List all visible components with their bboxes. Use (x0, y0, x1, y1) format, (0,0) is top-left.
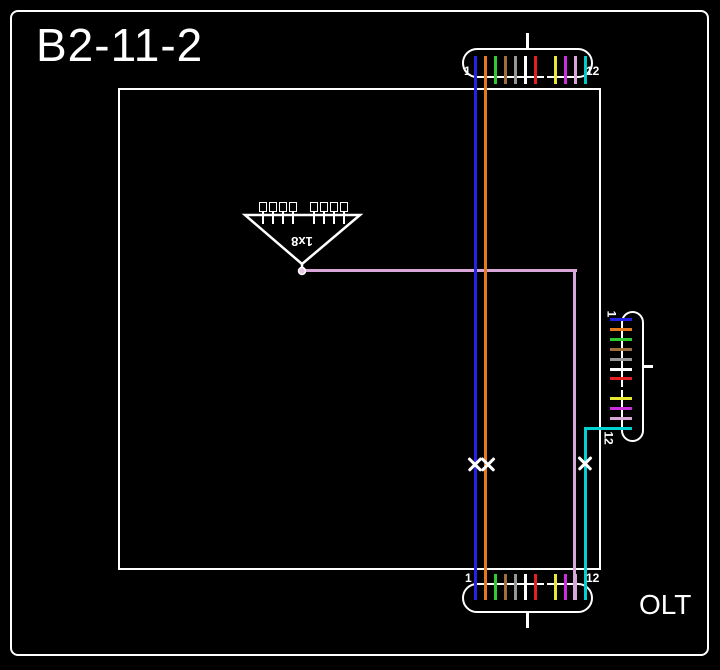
right-connector-handle (643, 365, 653, 368)
page-title: B2-11-2 (36, 19, 204, 71)
cable-rose-horizontal[interactable] (302, 269, 577, 272)
splice-mark-aqua[interactable] (578, 456, 592, 470)
bottom-connector-handle (526, 612, 529, 628)
outer-border (10, 10, 709, 656)
splice-enclosure-box[interactable] (118, 88, 601, 570)
top-connector-label-1: 1 (464, 64, 471, 78)
cable-aqua-vertical[interactable] (584, 427, 587, 600)
splice-mark-orange[interactable] (481, 457, 495, 471)
top-connector-body[interactable] (462, 48, 593, 78)
right-connector-label-12: 12 (601, 431, 616, 445)
olt-label: OLT (639, 589, 692, 620)
right-connector-body[interactable] (621, 311, 644, 442)
top-connector-handle (526, 33, 529, 48)
cable-orange-vertical[interactable] (484, 56, 487, 600)
top-connector-label-12: 12 (586, 64, 600, 78)
cable-aqua-horizontal[interactable] (585, 427, 632, 430)
cable-blue-vertical[interactable] (474, 56, 477, 600)
bottom-connector-label-1: 1 (465, 571, 472, 585)
right-connector-label-1: 1 (604, 310, 619, 318)
bottom-connector-label-12: 12 (586, 571, 600, 585)
cable-rose-vertical[interactable] (573, 269, 576, 600)
splitter-label: 1x8 (291, 234, 313, 249)
